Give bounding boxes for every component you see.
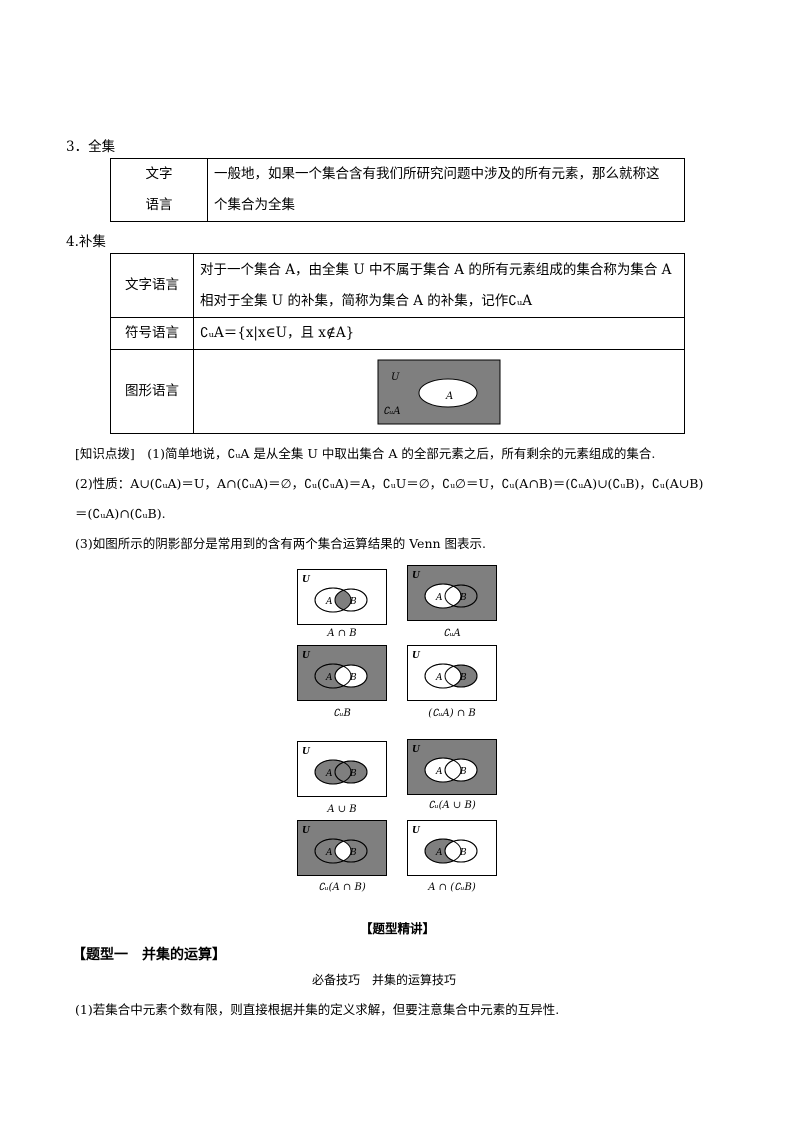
note-line: (3)如图所示的阴影部分是常用到的含有两个集合运算结果的 Venn 图表示.: [75, 536, 487, 551]
venn-caption: A ∪ B: [327, 804, 357, 815]
definition-cell: 对于一个集合 A，由全集 U 中不属于集合 A 的所有元素组成的集合称为集合 A…: [193, 253, 685, 318]
u-label: U: [302, 575, 311, 585]
a-label: A: [325, 769, 333, 779]
intersection-region: [335, 840, 351, 862]
u-label: U: [302, 826, 311, 836]
b-label: B: [349, 769, 357, 779]
b-label: B: [349, 848, 357, 858]
venn-diagram: U A B: [297, 820, 387, 876]
u-label: U: [412, 745, 421, 755]
u-label: U: [412, 651, 421, 661]
u-label: U: [412, 571, 421, 581]
label-line: 文字: [145, 166, 173, 182]
venn-diagram: U A B: [297, 741, 387, 797]
a-label: A: [325, 673, 333, 683]
label-cell: 符号语言: [110, 317, 194, 350]
u-label: U: [302, 747, 311, 757]
complement-venn-diagram: U A ∁ᵤA: [377, 359, 501, 424]
label-cell: 图形语言: [110, 349, 194, 434]
venn-caption: A ∩ (∁ᵤB): [428, 882, 476, 893]
b-label: B: [459, 593, 467, 603]
type1-title: 【题型一 并集的运算】: [72, 947, 226, 963]
a-label: A: [325, 597, 333, 607]
venn-caption: ∁ᵤA: [443, 628, 461, 639]
definition-line: 一般地，如果一个集合含有我们所研究问题中涉及的所有元素，那么就称这: [214, 166, 660, 182]
a-label: A: [325, 848, 333, 858]
figure-cell: U A ∁ᵤA: [193, 349, 685, 434]
definition-cell: 一般地，如果一个集合含有我们所研究问题中涉及的所有元素，那么就称这个集合为全集: [207, 158, 685, 222]
a-label: A: [435, 673, 443, 683]
label-cell: 文字语言: [110, 158, 208, 222]
symbol-cell: ∁ᵤA＝{x|x∈U，且 x∉A}: [193, 317, 685, 350]
venn-diagram: U A B: [407, 645, 497, 701]
skill-title: 必备技巧 并集的运算技巧: [312, 973, 457, 987]
venn-caption: ∁ᵤ(A ∩ B): [318, 882, 366, 893]
section-title: 【题型精讲】: [360, 921, 436, 936]
venn-caption: ∁ᵤB: [333, 708, 351, 719]
a-label: A: [445, 391, 453, 402]
definition-line: 对于一个集合 A，由全集 U 中不属于集合 A 的所有元素组成的集合称为集合 A: [200, 261, 672, 278]
venn-caption: A ∩ B: [327, 628, 357, 639]
b-label: B: [349, 673, 357, 683]
venn-diagram: U A B: [297, 569, 387, 625]
venn-diagram: U A B: [297, 645, 387, 701]
definition-line: 相对于全集 U 的补集，简称为集合 A 的补集，记作∁ᵤA: [200, 292, 533, 309]
label-line: 语言: [145, 197, 173, 213]
u-label: U: [302, 651, 311, 661]
intersection-region: [335, 589, 351, 611]
complement-label: ∁ᵤA: [383, 406, 401, 417]
label-cell: 文字语言: [110, 253, 194, 318]
universal-set-table: 文字语言 一般地，如果一个集合含有我们所研究问题中涉及的所有元素，那么就称这个集…: [110, 158, 685, 222]
set-a-ellipse: [418, 378, 478, 407]
note-line: ＝(∁ᵤA)∩(∁ᵤB).: [75, 506, 166, 521]
b-label: B: [459, 848, 467, 858]
note-line: [知识点拨] (1)简单地说，∁ᵤA 是从全集 U 中取出集合 A 的全部元素之…: [75, 446, 656, 461]
b-label: B: [459, 673, 467, 683]
skill-line: (1)若集合中元素个数有限，则直接根据并集的定义求解，但要注意集合中元素的互异性…: [75, 1002, 560, 1017]
a-label: A: [435, 593, 443, 603]
note-line: (2)性质：A∪(∁ᵤA)＝U，A∩(∁ᵤA)＝∅，∁ᵤ(∁ᵤA)＝A，∁ᵤU＝…: [75, 476, 704, 491]
b-label: B: [349, 597, 357, 607]
venn-caption: (∁ᵤA) ∩ B: [428, 708, 476, 719]
complement-table: 文字语言 对于一个集合 A，由全集 U 中不属于集合 A 的所有元素组成的集合称…: [110, 253, 685, 434]
definition-line: 个集合为全集: [214, 197, 295, 213]
venn-diagram: U A B: [407, 565, 497, 621]
section4-heading: 4.补集: [66, 234, 106, 250]
section3-heading: 3．全集: [66, 139, 116, 155]
u-label: U: [391, 372, 400, 383]
venn-caption: ∁ᵤ(A ∪ B): [428, 800, 476, 811]
venn-diagram: U A B: [407, 739, 497, 795]
a-label: A: [435, 767, 443, 777]
venn-diagram: U A B: [407, 820, 497, 876]
b-label: B: [459, 767, 467, 777]
a-label: A: [435, 848, 443, 858]
u-label: U: [412, 826, 421, 836]
